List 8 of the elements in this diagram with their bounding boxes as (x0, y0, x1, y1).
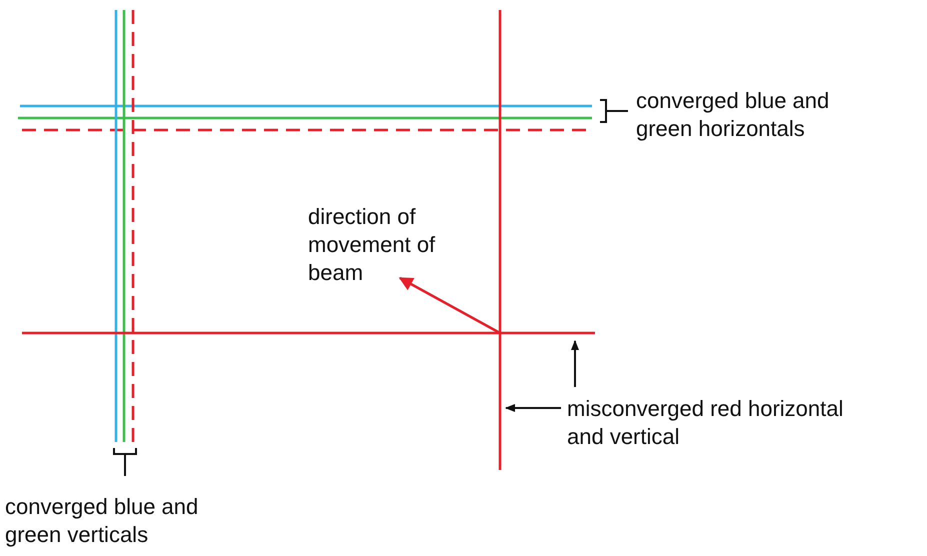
callout-text: misconverged red horizontal and vertical (567, 395, 867, 451)
callout-text: direction of movement of beam (308, 203, 436, 287)
misconverged-horizontal-line (22, 332, 595, 334)
misconverged-vertical-line (498, 10, 502, 470)
leader-arrow (505, 404, 561, 412)
callout-text: converged blue and green horizontals (636, 87, 830, 143)
leader-arrow (571, 340, 579, 387)
callout-text: converged blue and green verticals (5, 493, 200, 549)
